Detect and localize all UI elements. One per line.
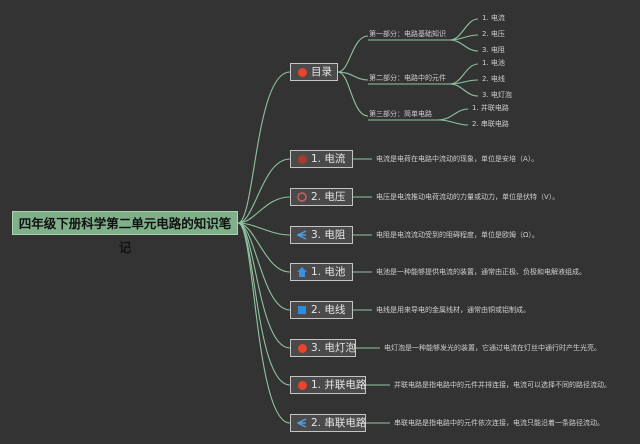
toc-leaf-bulb: 3. 电灯泡 bbox=[482, 91, 512, 99]
topic-label: 2. 电线 bbox=[311, 304, 346, 316]
connector-toc bbox=[237, 71, 291, 224]
topic-wire[interactable]: 2. 电线 bbox=[290, 301, 353, 319]
toc-leaf-current: 1. 电流 bbox=[482, 14, 505, 22]
pink-circle-icon bbox=[297, 192, 307, 202]
connector-part-3 bbox=[337, 71, 369, 117]
connector-part-1 bbox=[337, 35, 369, 73]
red-circle-icon bbox=[297, 67, 307, 77]
blue-house-icon bbox=[297, 267, 307, 277]
topic-description: 串联电路是指电路中的元件依次连接，电流只能沿着一条路径流动。 bbox=[394, 419, 604, 427]
topic-label: 3. 电阻 bbox=[311, 229, 346, 241]
connector-topic-7 bbox=[237, 222, 291, 386]
topic-description: 电池是一种能够提供电流的装置，通常由正极、负极和电解液组成。 bbox=[376, 268, 586, 276]
blue-square-icon bbox=[297, 305, 307, 315]
connector-topic-1 bbox=[237, 158, 291, 224]
toc-leaf-voltage: 2. 电压 bbox=[482, 30, 505, 38]
connector-topic-3 bbox=[237, 222, 291, 236]
topic-bulb[interactable]: 3. 电灯泡 bbox=[290, 339, 356, 357]
topic-description: 并联电路是指电路中的元件并排连接，电流可以选择不同的路径流动。 bbox=[394, 381, 611, 389]
blue-arrow-icon bbox=[297, 418, 307, 428]
topic-label: 1. 电池 bbox=[311, 266, 346, 278]
topic-label: 3. 电灯泡 bbox=[311, 342, 356, 354]
toc-part-2: 第二部分：电路中的元件 bbox=[369, 74, 446, 82]
connector-topic-5 bbox=[237, 222, 291, 311]
topic-resistance[interactable]: 3. 电阻 bbox=[290, 226, 353, 244]
toc-leaf-wire: 2. 电线 bbox=[482, 75, 505, 83]
toc-leaf-parallel: 1. 并联电路 bbox=[472, 104, 509, 112]
topic-description: 电灯泡是一种能够发光的装置，它通过电流在灯丝中通行时产生光亮。 bbox=[384, 344, 601, 352]
topic-parallel-circuit[interactable]: 1. 并联电路 bbox=[290, 376, 366, 394]
topic-label: 1. 并联电路 bbox=[311, 379, 367, 391]
topic-description: 电压是电流推动电荷流动的力量或动力，单位是伏特（V）。 bbox=[376, 193, 560, 201]
toc-leaf-battery: 1. 电池 bbox=[482, 59, 505, 67]
toc-label: 目录 bbox=[311, 66, 332, 78]
topic-description: 电线是用来导电的金属线材，通常由铜或铝制成。 bbox=[376, 306, 530, 314]
blue-arrow-icon bbox=[297, 230, 307, 240]
connector-topic-6 bbox=[237, 222, 291, 349]
connector-topic-4 bbox=[237, 222, 291, 273]
toc-part-1: 第一部分：电路基础知识 bbox=[369, 30, 446, 38]
topic-current[interactable]: 1. 电流 bbox=[290, 150, 353, 168]
topic-label: 2. 串联电路 bbox=[311, 417, 367, 429]
toc-node[interactable]: 目录 bbox=[290, 63, 338, 81]
connector-topic-8 bbox=[237, 222, 291, 424]
topic-label: 1. 电流 bbox=[311, 153, 346, 165]
topic-voltage[interactable]: 2. 电压 bbox=[290, 188, 353, 206]
red-circle-icon bbox=[297, 343, 307, 353]
topic-battery[interactable]: 1. 电池 bbox=[290, 263, 353, 281]
toc-leaf-series: 2. 串联电路 bbox=[472, 120, 509, 128]
red-circle-icon bbox=[297, 154, 307, 164]
connector-part-2 bbox=[337, 71, 369, 81]
red-circle-icon bbox=[297, 380, 307, 390]
topic-series-circuit[interactable]: 2. 串联电路 bbox=[290, 414, 366, 432]
connector-topic-2 bbox=[237, 196, 291, 224]
toc-part-3: 第三部分：简单电路 bbox=[369, 110, 432, 118]
topic-label: 2. 电压 bbox=[311, 191, 346, 203]
topic-description: 电流是电荷在电路中流动的现象，单位是安培（A）。 bbox=[376, 155, 539, 163]
root-node[interactable]: 四年级下册科学第二单元电路的知识笔记 bbox=[12, 211, 238, 255]
toc-leaf-resistance: 3. 电阻 bbox=[482, 46, 505, 54]
topic-description: 电阻是电流流动受到的阻碍程度，单位是欧姆（Ω）。 bbox=[376, 231, 539, 239]
